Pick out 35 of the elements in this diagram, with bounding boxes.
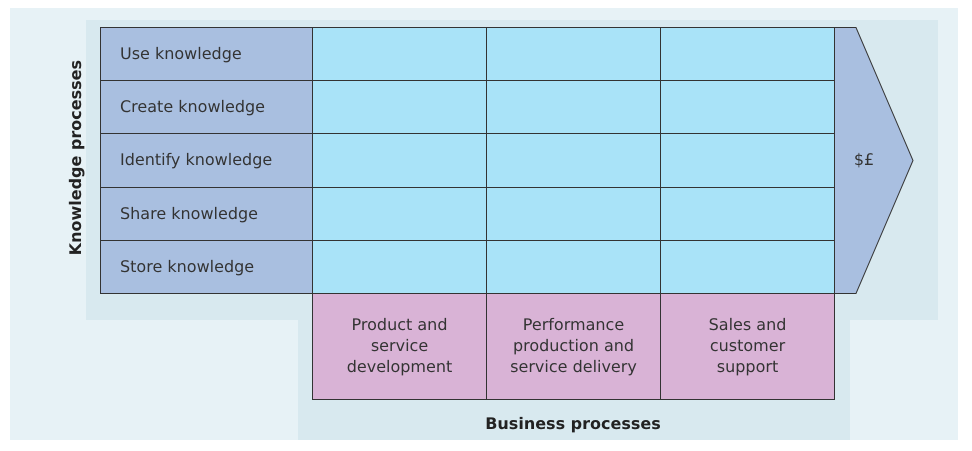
- grid-cell: [312, 240, 487, 294]
- grid-cell: [312, 80, 487, 134]
- box-label: Performance production and service delivery: [509, 315, 638, 378]
- axis-title: Business processes: [484, 414, 662, 433]
- grid-cell: [660, 187, 835, 241]
- business-process-box: [660, 293, 835, 400]
- grid-cell: [486, 80, 661, 134]
- box-label: Use knowledge: [119, 44, 243, 64]
- knowledge-process-box: [100, 27, 313, 81]
- grid-cell: [312, 27, 487, 81]
- grid-cell: [660, 240, 835, 294]
- grid-cell: [486, 27, 661, 81]
- box-label: Store knowledge: [119, 256, 256, 278]
- knowledge-process-box: [100, 80, 313, 134]
- box-label: Sales and customer support: [708, 315, 788, 378]
- value-arrow: [834, 27, 914, 294]
- knowledge-process-box: [100, 187, 313, 241]
- grid-cell: [660, 133, 835, 188]
- axis-title: Knowledge processes: [66, 60, 85, 256]
- knowledge-process-box: [100, 133, 313, 188]
- grid-cell: [486, 187, 661, 241]
- grid-cell: [312, 133, 487, 188]
- grid-cell: [486, 133, 661, 188]
- currency-label: $£: [852, 150, 876, 171]
- knowledge-process-box: [100, 240, 313, 294]
- grid-cell: [312, 187, 487, 241]
- business-process-box: [312, 293, 487, 400]
- box-label: Share knowledge: [119, 204, 259, 224]
- box-label: Create knowledge: [119, 96, 266, 118]
- box-label: Product and service development: [346, 315, 454, 378]
- box-label: Identify knowledge: [119, 150, 274, 171]
- business-process-box: [486, 293, 661, 400]
- grid-cell: [486, 240, 661, 294]
- grid-cell: [660, 80, 835, 134]
- grid-cell: [660, 27, 835, 81]
